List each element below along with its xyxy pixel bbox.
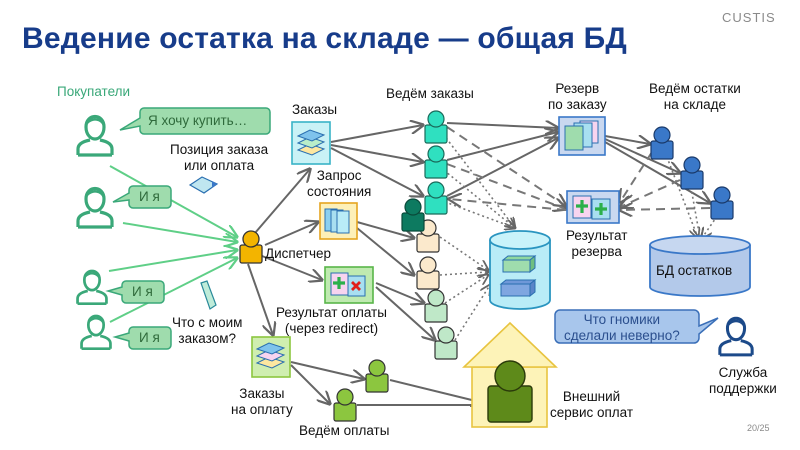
keeping-stock-label: Ведём остатки на складе [649, 81, 741, 112]
stock-worker-icon-3 [710, 186, 734, 220]
orders-worker-icon-1 [424, 110, 448, 144]
stock-worker-icon-1 [650, 126, 674, 160]
bubble-support-question [554, 309, 719, 344]
status-query-document-icon [200, 280, 217, 310]
what-with-order-label: Что с моим заказом? [172, 315, 243, 346]
customer-arrows [108, 165, 237, 323]
external-payment-service-label: Внешний сервис оплат [550, 389, 634, 420]
reserve-by-order-icon [558, 116, 606, 156]
shared-database-icon [489, 230, 551, 310]
orders-for-payment-label: Заказы на оплату [231, 386, 293, 417]
payment-keeper-icon-1 [365, 359, 389, 393]
status-request-icon [319, 202, 358, 240]
bubble-support-question-text: Что гномики сделали неверно? [564, 312, 680, 343]
customer-icon-1 [76, 114, 114, 157]
bubble-me-too-1 [112, 185, 172, 209]
reserve-result-label: Результат резерва [566, 228, 628, 259]
order-position-document-icon [188, 176, 219, 194]
payment-result-icon [324, 266, 374, 304]
external-payment-house-icon [462, 321, 558, 428]
arrow-customer3-dispatcher [108, 250, 237, 272]
support-agent-icon [718, 316, 754, 357]
arrow-customer1-dispatcher [109, 165, 237, 237]
orders-label: Заказы [292, 102, 338, 117]
slide-title: Ведение остатка на складе — общая БД [22, 22, 627, 55]
dotted-arrows [439, 129, 721, 341]
dispatcher-label: Диспетчер [265, 246, 332, 261]
customer-icon-2 [76, 186, 114, 229]
customers-label: Покупатели [57, 84, 131, 99]
bubble-me-too-2-text: И я [132, 284, 153, 299]
payment-worker-icon-2 [434, 326, 458, 360]
bubble-me-too-3-text: И я [139, 330, 160, 345]
flow-arrows [247, 123, 710, 405]
customer-icon-4 [80, 314, 112, 351]
status-request-label: Запрос состояния [307, 168, 372, 199]
stock-db-label: БД остатков [656, 263, 733, 278]
customer-icon-3 [76, 269, 108, 306]
bubble-want-to-buy-text: Я хочу купить… [148, 113, 248, 128]
bubble-me-too-1-text: И я [139, 189, 160, 204]
bubble-me-too-2 [105, 280, 165, 304]
brand-logo: CUSTIS [722, 10, 776, 25]
orders-worker-icon-3 [424, 181, 448, 215]
orders-worker-dark-icon [401, 198, 425, 232]
stock-database-icon [649, 235, 751, 297]
arrow-customer2-dispatcher [122, 222, 237, 242]
keeping-orders-label: Ведём заказы [386, 86, 474, 101]
orders-for-payment-icon [251, 336, 291, 378]
orders-worker-icon-2 [424, 145, 448, 179]
reserve-result-icon [566, 190, 620, 224]
payment-keeper-icon-2 [333, 388, 357, 422]
order-position-label: Позиция заказа или оплата [170, 142, 269, 173]
dispatcher-icon [239, 230, 263, 264]
bubble-me-too-3 [112, 326, 172, 350]
stock-worker-icon-2 [680, 156, 704, 190]
payment-worker-icon-1 [424, 289, 448, 323]
bubble-want-to-buy [119, 107, 271, 135]
status-worker-icon-2 [416, 256, 440, 290]
page-number: 20/25 [747, 423, 770, 433]
reserve-by-order-label: Резерв по заказу [548, 81, 607, 112]
support-service-label: Служба поддержки [709, 365, 777, 396]
payment-result-label: Результат оплаты (через redirect) [276, 305, 387, 336]
keeping-payments-label: Ведём оплаты [299, 423, 390, 438]
orders-queue-icon [291, 121, 331, 165]
arrow-customer4-dispatcher [109, 258, 237, 323]
